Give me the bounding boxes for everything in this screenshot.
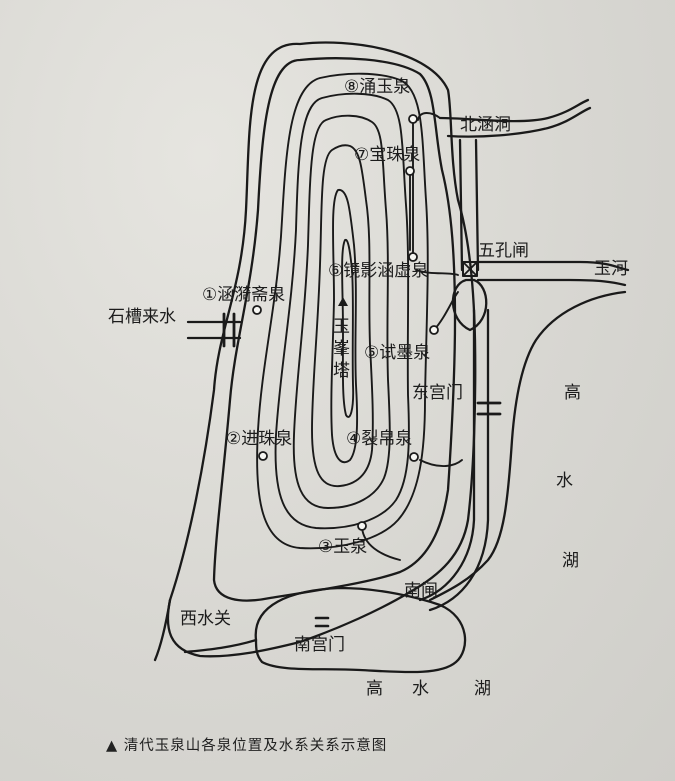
spring-label-3: ③玉泉: [318, 537, 367, 557]
pagoda-label-2: 峯: [333, 339, 350, 359]
east-lake-shore: [428, 290, 627, 602]
spring-streams: [361, 112, 463, 561]
contour-lines: [256, 72, 429, 550]
figure-caption: ▲ 清代玉泉山各泉位置及水系关系示意图: [106, 738, 388, 754]
lake-right-char-3: 湖: [562, 551, 579, 571]
west-outflow: [153, 598, 258, 662]
xishui-label: 西水关: [180, 609, 231, 629]
shicao-label: 石槽来水: [108, 307, 176, 327]
wukong-label: 五孔闸: [478, 241, 529, 261]
yu-river: [476, 260, 630, 287]
pagoda-label-1: 玉: [333, 317, 350, 337]
pagoda-label-3: 塔: [333, 361, 350, 381]
spring-marker-1: [252, 305, 262, 315]
gate-pond: [451, 278, 488, 332]
beihan-label: 北涵洞: [460, 115, 511, 135]
yuhe-label: 玉河: [594, 259, 628, 279]
donggong-label: 东宫门: [412, 383, 463, 403]
lake-bottom-char-1: 高: [366, 679, 383, 699]
spring-label-4: ④裂帛泉: [346, 429, 412, 449]
spring-marker-2: [258, 451, 268, 461]
lake-right-char-1: 高: [564, 383, 581, 403]
inner-wall: [212, 57, 457, 602]
spring-label-5: ⑤试墨泉: [364, 343, 430, 363]
spring-label-7: ⑦宝珠泉: [354, 145, 420, 165]
stone-trough-channel: [186, 320, 242, 340]
east-channel: [458, 138, 480, 272]
lake-right-char-2: 水: [556, 471, 573, 491]
lake-bottom-char-2: 水: [412, 679, 429, 699]
pagoda-marker: [338, 297, 348, 306]
south-lake: [254, 586, 467, 674]
nanzha-label: 南闸: [404, 581, 438, 601]
outer-wall: [166, 41, 477, 658]
spring-marker-6: [408, 252, 418, 262]
spring-marker-7: [405, 166, 415, 176]
spring-marker-4: [409, 452, 419, 462]
spring-marker-8: [408, 114, 418, 124]
north-river: [438, 98, 592, 138]
spring-label-6: ⑥镜影涵虚泉: [328, 261, 428, 281]
spring-label-8: ⑧涌玉泉: [344, 77, 410, 97]
spring-marker-5: [429, 325, 439, 335]
nangong-label: 南宫门: [294, 635, 345, 655]
spring-label-2: ②进珠泉: [226, 429, 292, 449]
lake-bottom-char-3: 湖: [474, 679, 491, 699]
spring-marker-3: [357, 521, 367, 531]
spring-label-1: ①涵漪斋泉: [202, 285, 285, 305]
